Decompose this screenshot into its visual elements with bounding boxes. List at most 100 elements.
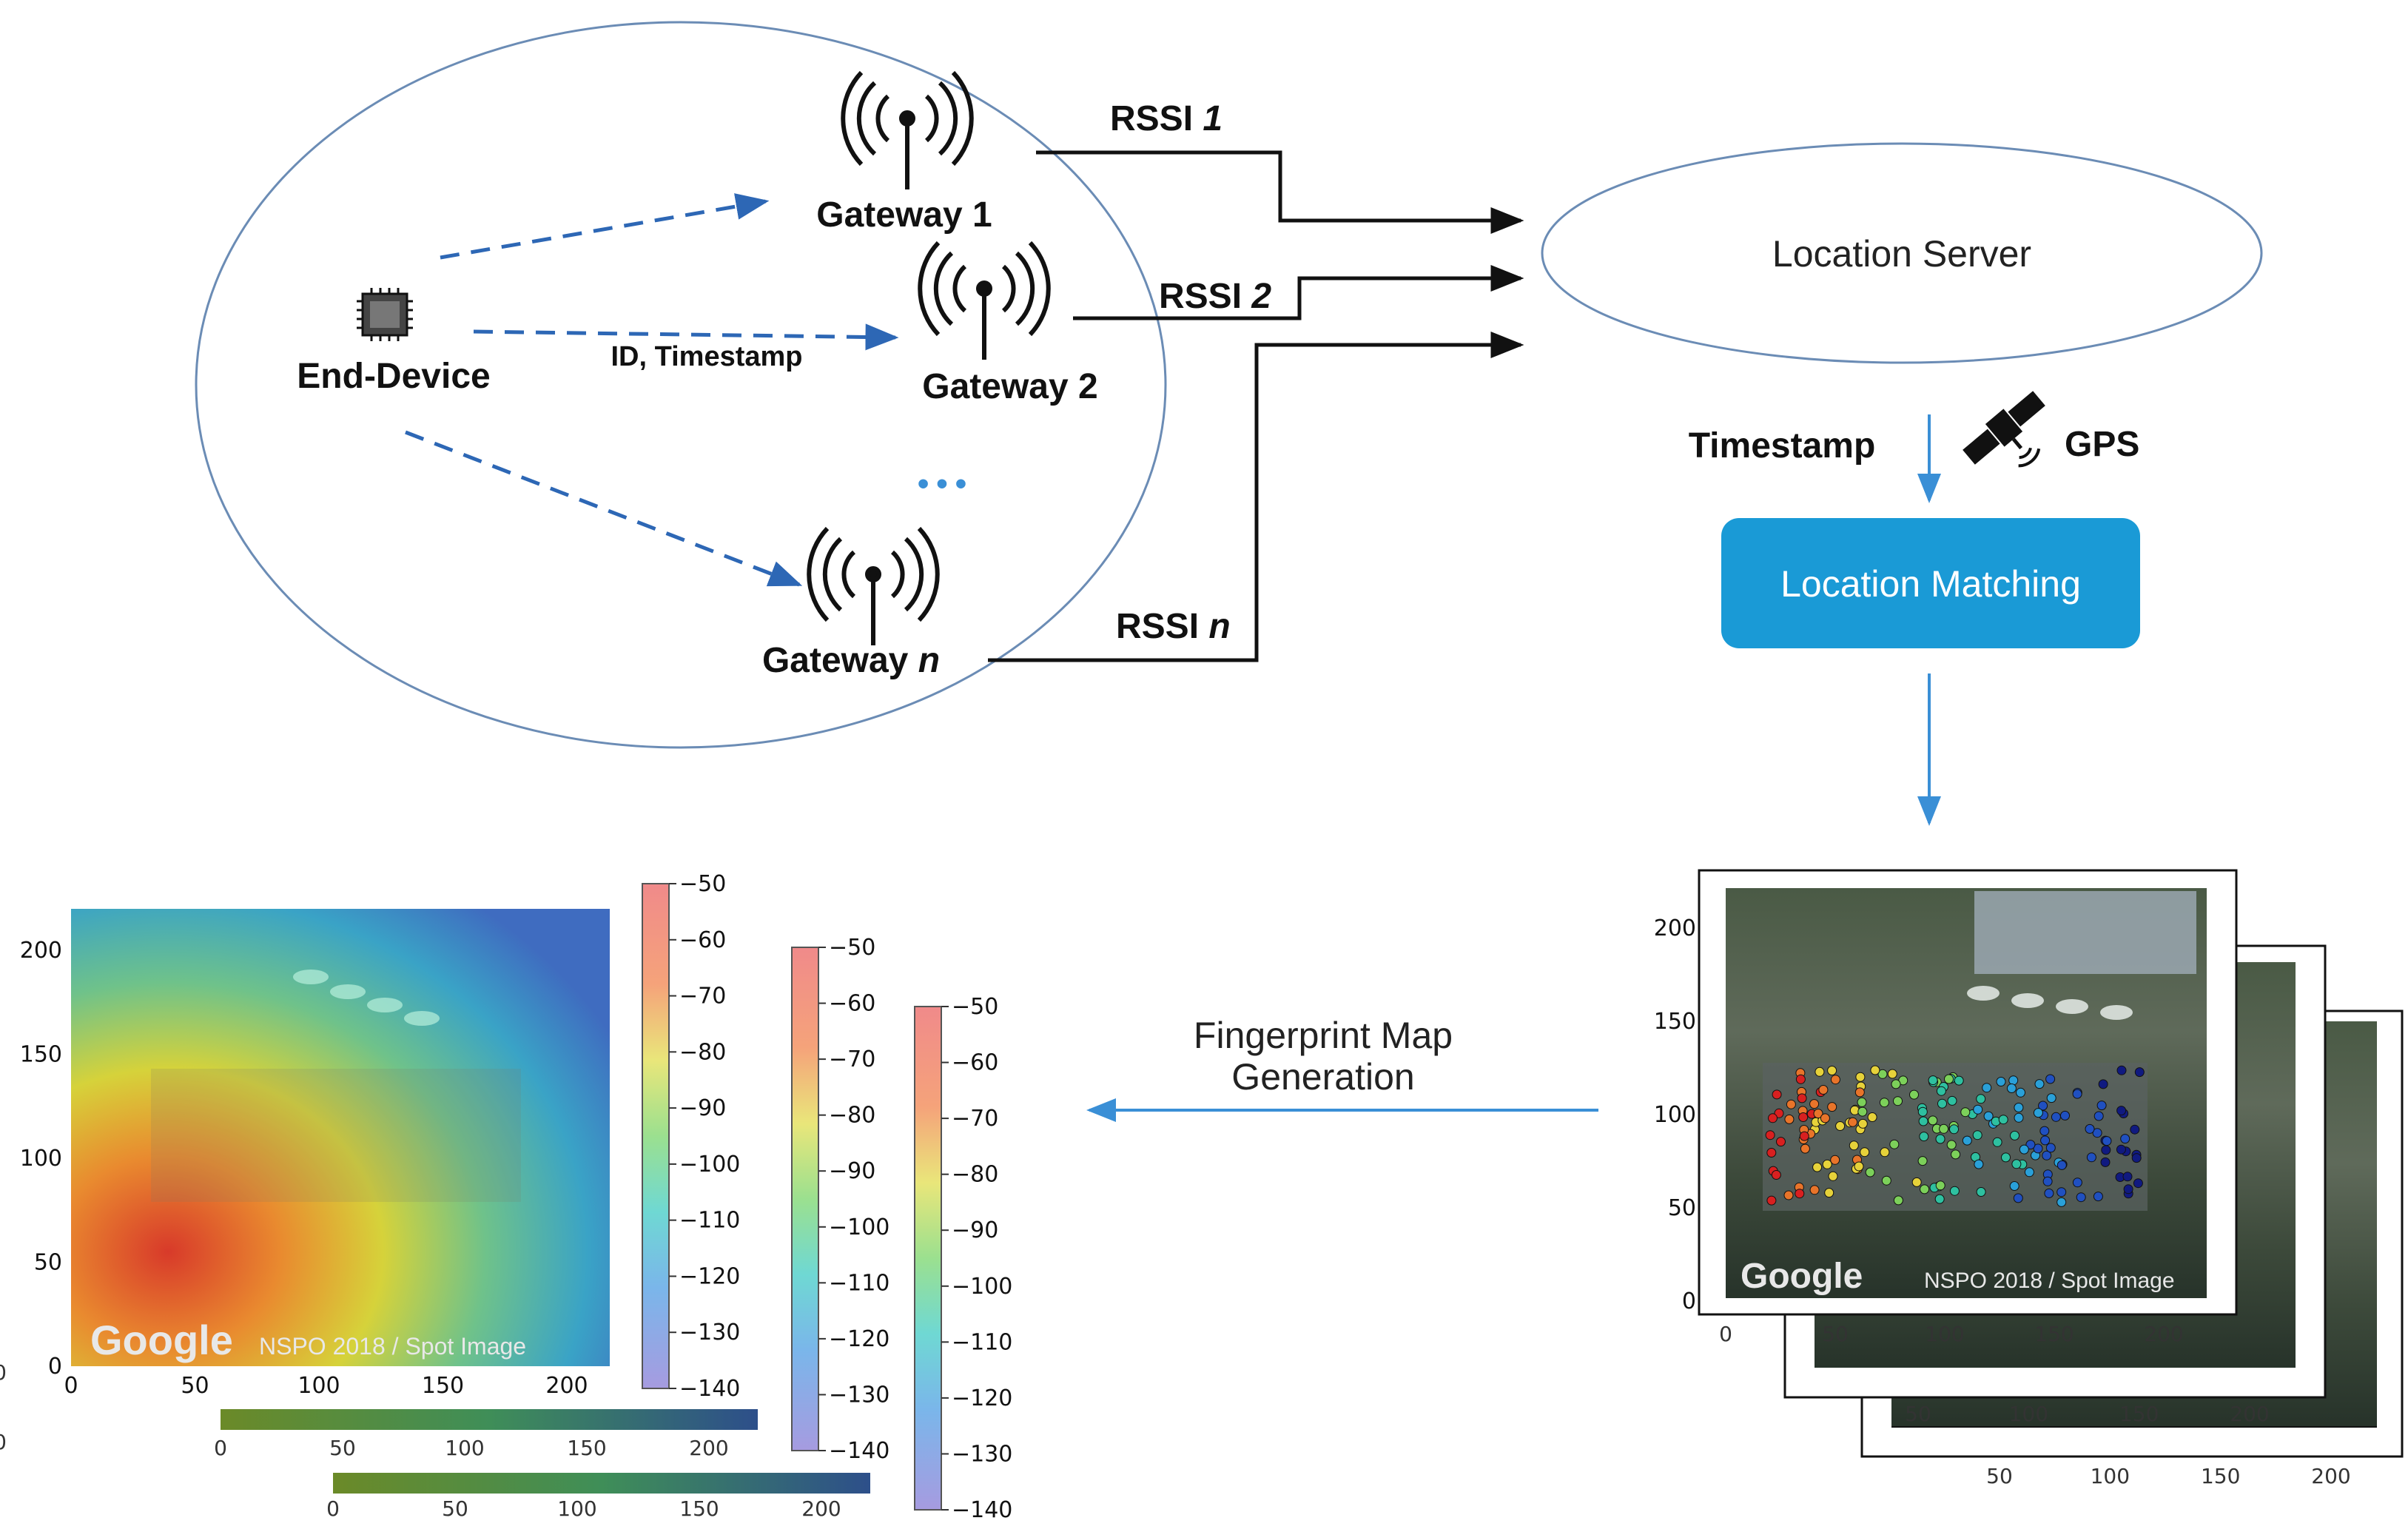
measurement-point <box>1928 1075 1938 1086</box>
measurement-point <box>2072 1177 2082 1188</box>
measurement-point <box>2001 1152 2011 1163</box>
measurement-point <box>1830 1155 1840 1165</box>
measurement-point <box>2076 1192 2086 1203</box>
measurement-point <box>1992 1137 2002 1147</box>
measurement-point <box>1889 1139 1900 1149</box>
measurement-point <box>1937 1098 1947 1109</box>
measurement-point <box>1947 1095 1957 1106</box>
measurement-point <box>2096 1101 2107 1111</box>
measurement-point <box>1809 1185 1820 1195</box>
measurement-point <box>1828 1171 1838 1181</box>
measurement-point <box>1879 1098 1889 1108</box>
measurement-point <box>1854 1087 1865 1098</box>
measurement-point <box>1822 1159 1832 1169</box>
colorbar-tick-label: −80 <box>952 1162 998 1188</box>
x-tick-label: 200 <box>689 1436 728 1460</box>
measurement-point <box>1797 1093 1807 1103</box>
x-tick-label: 150 <box>2201 1464 2240 1488</box>
colorbar-tick-label: −130 <box>829 1382 889 1408</box>
colorbar-tick-label: −110 <box>679 1208 740 1234</box>
measurement-point <box>1920 1184 1930 1195</box>
x-tick-label: 50 <box>181 1373 209 1399</box>
measurement-point <box>1976 1094 1986 1104</box>
measurement-point <box>2011 1159 2022 1169</box>
measurement-point <box>1800 1143 1810 1154</box>
colorbar-tick-label: −110 <box>952 1329 1012 1355</box>
more-gateways-ellipsis: ••• <box>918 466 974 502</box>
measurement-point <box>2060 1110 2070 1121</box>
y-tick-label: 150 <box>20 1042 62 1068</box>
colorbar-tick-label: −130 <box>952 1441 1012 1467</box>
colorbar-tick-label: −100 <box>679 1152 740 1177</box>
measurement-point <box>1893 1096 1903 1106</box>
measurement-point <box>2033 1143 2043 1154</box>
rssi-1-connector <box>1036 150 1524 234</box>
x-tick-label: 150 <box>567 1436 606 1460</box>
measurement-point <box>1783 1190 1794 1200</box>
measurement-point <box>1954 1075 1964 1086</box>
fingerprint-heatmap: Google NSPO 2018 / Spot Image <box>71 909 610 1366</box>
satellite-icon <box>1963 391 2045 468</box>
measurement-point <box>2051 1112 2061 1122</box>
x-tick-label: 0 <box>1719 1322 1732 1346</box>
rssi-colorbar <box>914 1006 942 1511</box>
x-tick-label: 100 <box>297 1373 340 1399</box>
measurement-point <box>2123 1184 2133 1195</box>
id-timestamp-label: ID, Timestamp <box>611 341 802 372</box>
colorbar-tick-label: −90 <box>829 1158 875 1184</box>
x-tick-label: 150 <box>2119 1402 2159 1426</box>
measurement-point <box>1860 1147 1870 1158</box>
heatmap-watermark: Google <box>90 1317 233 1363</box>
x-tick-label: 100 <box>557 1496 596 1521</box>
measurement-point <box>2010 1130 2019 1140</box>
measurement-point <box>1891 1079 1901 1089</box>
map-layer-front: Google NSPO 2018 / Spot Image 2001501005… <box>1654 869 2238 1346</box>
measurement-point <box>1917 1156 1928 1166</box>
y-tick-label: 200 <box>1654 915 1696 941</box>
timestamp-label: Timestamp <box>1689 426 1876 466</box>
measurement-point <box>2072 1089 2082 1099</box>
measurement-point <box>2009 1181 2019 1191</box>
measurement-point <box>2101 1145 2111 1155</box>
x-tick-label: 0 <box>0 1430 7 1454</box>
measurement-point <box>1812 1162 1823 1172</box>
location-matching-box <box>1721 518 2140 648</box>
location-matching-label: Location Matching <box>1780 563 2081 605</box>
measurement-point <box>1824 1188 1834 1198</box>
measurement-point <box>2056 1197 2067 1207</box>
antenna-icon <box>807 526 940 645</box>
measurement-point <box>1887 1069 1897 1079</box>
rssi-2-label: RSSI 2 <box>1159 277 1271 316</box>
measurement-point <box>2024 1167 2034 1177</box>
measurement-point <box>1911 1177 1922 1187</box>
measurement-point <box>1880 1147 1890 1158</box>
colorbar-tick-label: −60 <box>679 927 726 953</box>
measurement-point <box>1768 1113 1778 1123</box>
measurement-point <box>1946 1140 1957 1150</box>
measurement-point <box>1998 1115 2008 1125</box>
measurement-point <box>1855 1072 1866 1082</box>
measurement-point <box>1877 1069 1888 1079</box>
y-tick-label: 200 <box>20 938 62 964</box>
x-tick-label: 200 <box>801 1496 841 1521</box>
measurement-point <box>1774 1108 1784 1118</box>
measurement-point <box>2116 1106 2127 1116</box>
x-tick-label: 50 <box>1905 1402 1931 1426</box>
colorbar-tick-label: −70 <box>829 1046 875 1072</box>
x-tick-label: 50 <box>329 1436 356 1460</box>
measurement-point <box>1827 1066 1837 1075</box>
colorbar-tick-label: −120 <box>952 1385 1012 1411</box>
measurement-point <box>2040 1135 2051 1146</box>
antenna-icon <box>841 70 974 189</box>
measurement-point <box>2130 1124 2140 1135</box>
x-tick-label: 200 <box>2311 1464 2350 1488</box>
measurement-point <box>1857 1097 1867 1107</box>
colorbar-tick-label: −70 <box>679 984 726 1009</box>
measurement-point <box>2038 1101 2048 1111</box>
x-tick-label: 0 <box>326 1496 340 1521</box>
measurement-point <box>1766 1195 1777 1206</box>
gateway-2-label: Gateway 2 <box>922 367 1097 406</box>
x-tick-label: 150 <box>679 1496 719 1521</box>
measurement-point <box>2044 1188 2054 1198</box>
